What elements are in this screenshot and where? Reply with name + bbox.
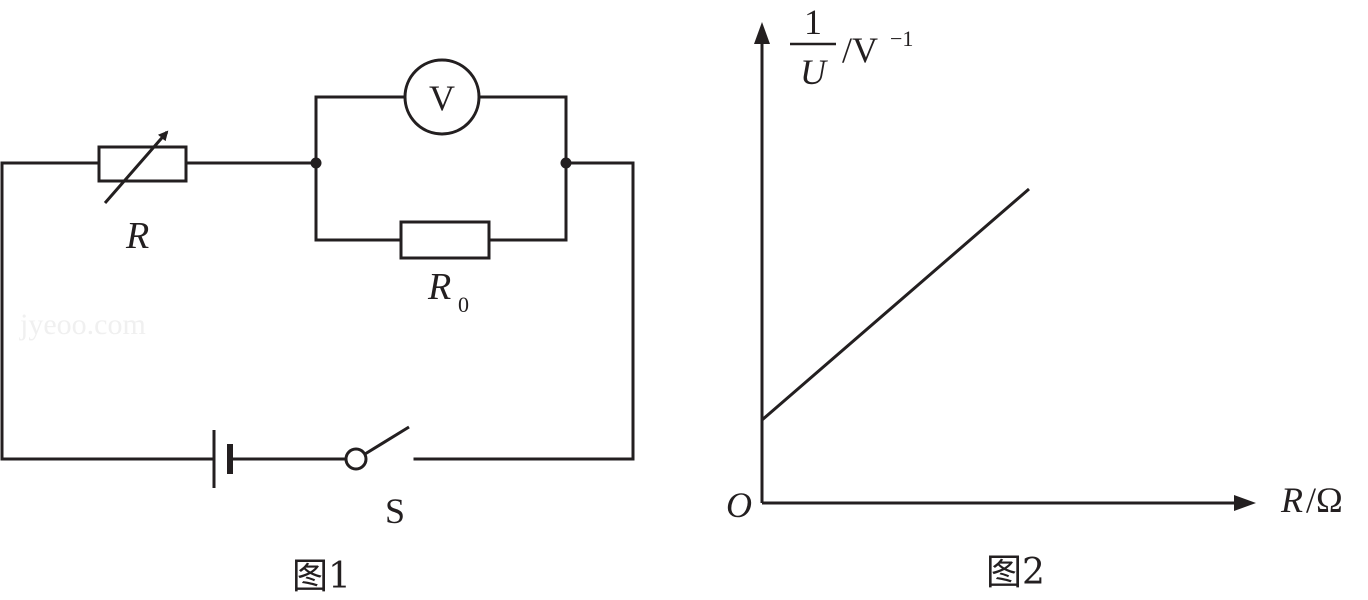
- voltmeter-label: V: [429, 78, 455, 118]
- figure2-caption: 图2: [986, 552, 1045, 593]
- junction-right: [560, 157, 572, 169]
- y-axis-denominator: U: [800, 52, 828, 92]
- circuit-diagram: R R 0 V S 图1: [0, 58, 635, 597]
- fixed-resistor-label: R: [427, 266, 451, 308]
- origin-label: O: [726, 485, 752, 525]
- x-axis-arrow: [1234, 495, 1256, 511]
- y-axis-unit: /V: [842, 30, 878, 70]
- wire-voltmeter-right: [477, 95, 568, 165]
- figure1-caption: 图1: [292, 556, 351, 597]
- y-axis-numerator: 1: [804, 2, 822, 42]
- graph-line: [761, 187, 1030, 422]
- x-axis-var: R: [1280, 480, 1303, 520]
- switch-pivot: [344, 447, 368, 471]
- rheostat-label: R: [125, 215, 149, 257]
- wire-r0-right: [487, 161, 568, 242]
- battery: [212, 430, 233, 488]
- fixed-resistor-subscript: 0: [458, 292, 469, 317]
- switch-label: S: [385, 491, 405, 531]
- fixed-resistor: [399, 220, 491, 260]
- y-axis-arrow: [754, 22, 770, 44]
- x-axis-unit: /Ω: [1306, 480, 1343, 520]
- wire-voltmeter-left: [314, 95, 407, 165]
- rheostat-arrow: [103, 130, 169, 204]
- wire-r0-left: [314, 161, 403, 242]
- y-axis-unit-exponent: −1: [890, 26, 913, 51]
- graph-diagram: 1 U /V −1 O R /Ω 图2: [726, 2, 1343, 593]
- wire-left-loop: [0, 161, 216, 461]
- wire-right-loop: [413, 161, 635, 461]
- rheostat: [97, 130, 188, 204]
- switch: [344, 425, 410, 471]
- watermark: jyeoo.com: [19, 308, 146, 341]
- junction-left: [310, 157, 322, 169]
- switch-blade: [364, 425, 410, 456]
- voltmeter: [403, 58, 481, 136]
